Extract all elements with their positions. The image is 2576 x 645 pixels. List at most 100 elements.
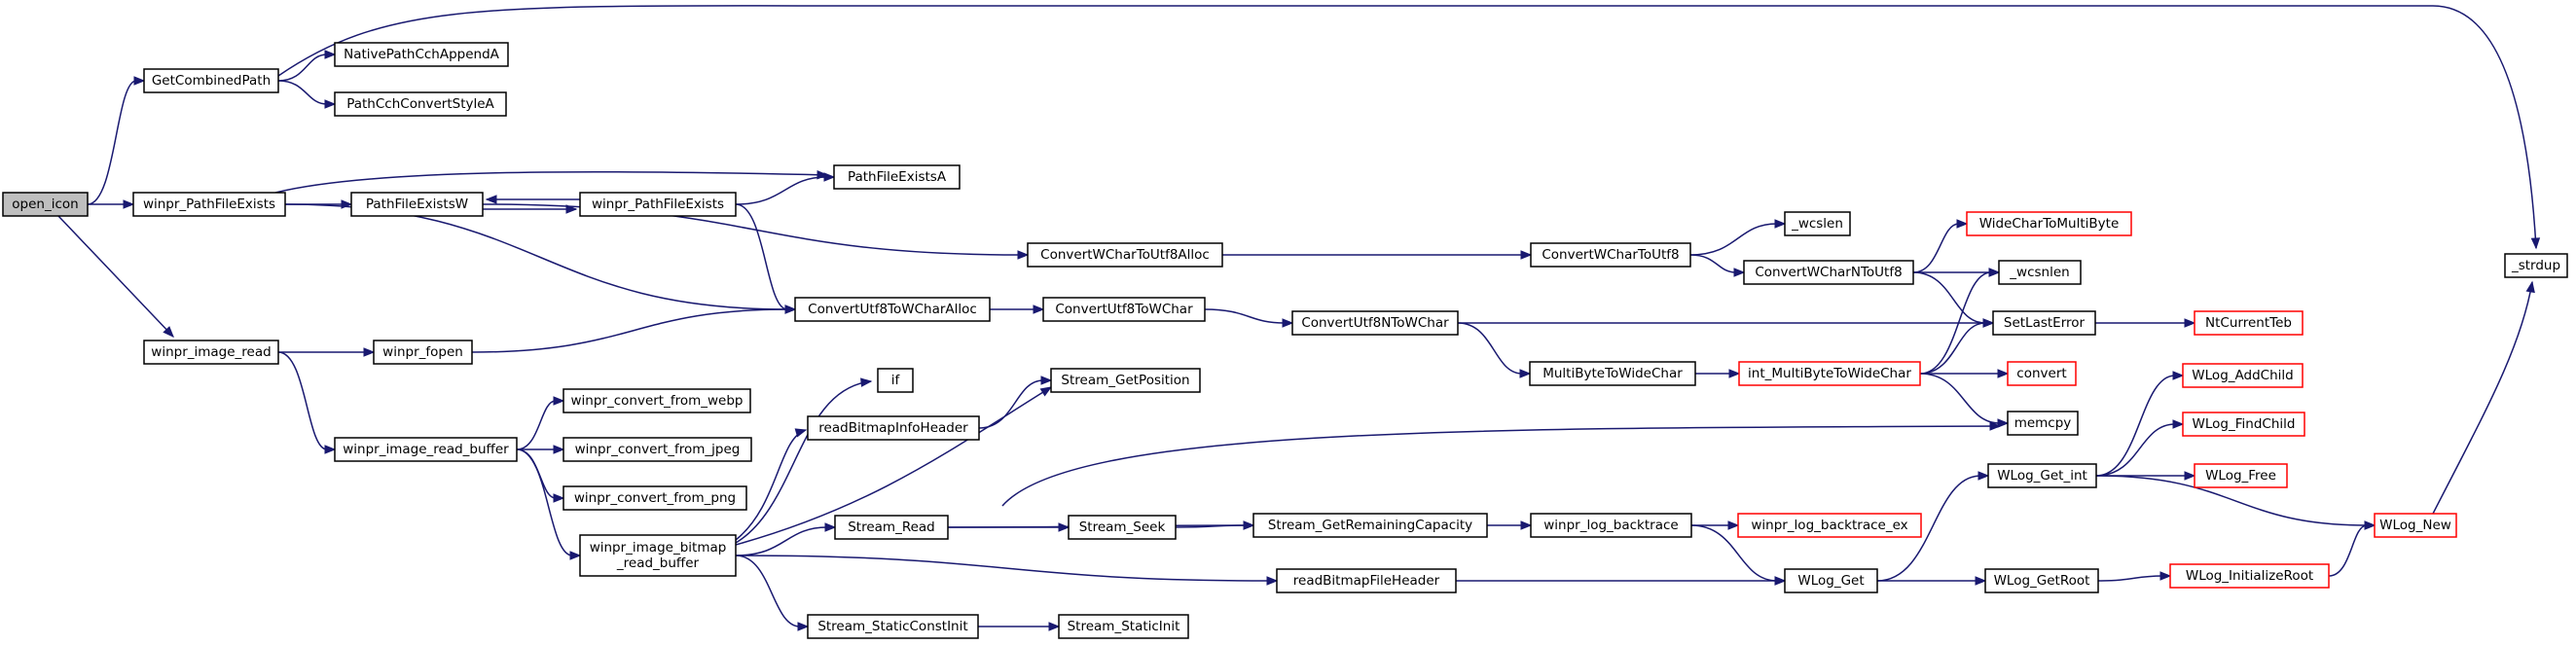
node-wlog-addchild[interactable]: WLog_AddChild [2182,363,2304,388]
node-setlasterror[interactable]: SetLastError [1992,310,2096,336]
node-box [1027,242,1223,268]
edge-WLog_Get_int-to-WLog_New [2095,475,2376,530]
node-wlog-getroot[interactable]: WLog_GetRoot [1984,568,2099,593]
edge-int_MultiByteToWideChar-to-convert [1919,369,2010,378]
node-wlog-initializeroot[interactable]: WLog_InitializeRoot [2169,563,2330,589]
node-convertutf8towcharalloc[interactable]: ConvertUtf8ToWCharAlloc [794,297,991,322]
node-pathcchconvertstylea[interactable]: PathCchConvertStyleA [334,91,507,117]
node-label: WLog_InitializeRoot [2186,568,2313,584]
edge-WLog_InitializeRoot-to-WLog_New [2328,520,2376,577]
node-box [334,437,518,462]
node-winpr-pathfileexists2[interactable]: winpr_PathFileExists [579,192,737,217]
edge-winpr_image_read-to-winpr_fopen [277,347,376,357]
node-label: winpr_convert_from_webp [571,393,744,409]
node-wlog-findchild[interactable]: WLog_FindChild [2182,412,2305,437]
arrowhead [553,396,565,406]
node--wcsnlen[interactable]: _wcsnlen [1998,260,2082,285]
node-winpr-convert-from-png[interactable]: winpr_convert_from_png [562,485,747,511]
node-readbitmapinfoheader[interactable]: readBitmapInfoHeader [807,415,980,441]
edge-Stream_Read-to-memcpy [1001,421,2002,507]
node-label: int_MultiByteToWideChar [1748,366,1911,381]
node-box [2169,563,2330,589]
node-getcombinedpath[interactable]: GetCombinedPath [143,68,279,93]
edge-winpr_image_bitmap_read_buffer-to-readBitmapFileHeader [735,555,1279,586]
node-if[interactable]: if [877,368,914,393]
node-convertutf8towchar[interactable]: ConvertUtf8ToWChar [1042,297,1206,322]
node-box [2182,363,2304,388]
node-stream-getposition[interactable]: Stream_GetPosition [1050,368,1201,393]
node-stream-staticinit[interactable]: Stream_StaticInit [1058,614,1189,639]
node-pathfileexistsw[interactable]: PathFileExistsW [350,192,484,217]
node-convertwcharntoutf8[interactable]: ConvertWCharNToUtf8 [1743,260,1914,285]
arrowhead [553,445,565,454]
node-winpr-log-backtrace-ex[interactable]: winpr_log_backtrace_ex [1737,513,1922,538]
edge-open_icon-to-GetCombinedPath [87,76,146,205]
edge-WLog_Get-to-WLog_Get_int [1876,471,1990,582]
node-stream-seek[interactable]: Stream_Seek [1068,515,1177,540]
node-int-multibytetowidechar[interactable]: int_MultiByteToWideChar [1738,361,1921,386]
node-convertutf8ntowchar[interactable]: ConvertUtf8NToWChar [1291,310,1459,336]
node-wlog-get-int[interactable]: WLog_Get_int [1987,463,2097,488]
node-box [1784,211,1851,236]
node-multibytetowidechar[interactable]: MultiByteToWideChar [1529,361,1696,386]
arrowhead [1243,520,1255,530]
node-readbitmapfileheader[interactable]: readBitmapFileHeader [1276,568,1457,593]
arrowhead [2530,237,2541,250]
arrowhead [2364,520,2376,530]
node-label: PathCchConvertStyleA [346,96,494,112]
edge-PathFileExistsW-to-winpr_PathFileExists2 [483,204,578,214]
node-wlog-get[interactable]: WLog_Get [1784,568,1878,593]
node--wcslen[interactable]: _wcslen [1784,211,1851,236]
edge-Stream_GetRemainingCapacity-to-winpr_log_backtrace [1487,520,1533,530]
edge-MultiByteToWideChar-to-int_MultiByteToWideChar [1694,369,1741,378]
node-label: winpr_image_bitmap [590,540,727,555]
arrowhead [823,172,836,182]
node-widechartomultibyte[interactable]: WideCharToMultiByte [1966,211,2132,236]
node-winpr-fopen[interactable]: winpr_fopen [373,340,473,365]
node-box [143,68,279,93]
arrowhead [1728,369,1741,378]
node-winpr-image-read-buffer[interactable]: winpr_image_read_buffer [334,437,518,462]
node-winpr-convert-from-jpeg[interactable]: winpr_convert_from_jpeg [562,437,752,462]
edge-Stream_Seek-to-Stream_GetRemainingCapacity [1175,520,1255,530]
node-winpr-pathfileexists[interactable]: winpr_PathFileExists [132,192,286,217]
edge-GetCombinedPath-to-NativePathCchAppendA [277,50,337,82]
arrowhead [1997,418,2010,428]
arrowhead [1997,369,2010,378]
node-stream-read[interactable]: Stream_Read [834,515,949,540]
arrowhead [860,377,873,387]
node-winpr-image-read[interactable]: winpr_image_read [143,340,279,365]
node-label: winpr_log_backtrace_ex [1751,518,1907,533]
node--strdup[interactable]: _strdup [2504,253,2568,278]
node-label: readBitmapFileHeader [1293,573,1440,589]
node-convert[interactable]: convert [2007,361,2077,386]
node-box [1042,297,1206,322]
arrowhead [565,204,578,214]
node-winpr-convert-from-webp[interactable]: winpr_convert_from_webp [562,388,751,413]
node-label: PathFileExistsW [366,197,468,212]
node-nativepathcchappenda[interactable]: NativePathCchAppendA [334,42,509,67]
node-winpr-image-bitmap-read-buffer[interactable]: winpr_image_bitmap_read_buffer [579,534,737,577]
node-wlog-free[interactable]: WLog_Free [2194,463,2288,488]
node-stream-staticconstinit[interactable]: Stream_StaticConstInit [807,614,979,639]
node-box [1530,513,1692,538]
node-ntcurrentteb[interactable]: NtCurrentTeb [2194,310,2304,336]
edge-WLog_Get_int-to-WLog_FindChild [2095,419,2185,477]
arrowhead [1774,576,1787,586]
node-label: Stream_Read [848,520,935,535]
node-label: winpr_convert_from_png [574,490,736,506]
node-wlog-new[interactable]: WLog_New [2374,513,2457,538]
node-winpr-log-backtrace[interactable]: winpr_log_backtrace [1530,513,1692,538]
node-memcpy[interactable]: memcpy [2007,411,2079,436]
node-label: winpr_log_backtrace [1543,518,1678,533]
node-open-icon[interactable]: open_icon [2,192,89,217]
node-label: Stream_GetRemainingCapacity [1268,518,1472,533]
node-label: convert [2016,366,2066,381]
node-pathfileexistsa[interactable]: PathFileExistsA [833,164,961,190]
edge-int_MultiByteToWideChar-to-_wcsnlen [1919,268,2001,375]
node-label: winpr_PathFileExists [592,197,724,212]
node-convertwchartoutf8alloc[interactable]: ConvertWCharToUtf8Alloc [1027,242,1223,268]
node-stream-getremainingcapacity[interactable]: Stream_GetRemainingCapacity [1252,513,1488,538]
node-label: WLog_FindChild [2193,416,2296,432]
node-convertwchartoutf8[interactable]: ConvertWCharToUtf8 [1530,242,1691,268]
